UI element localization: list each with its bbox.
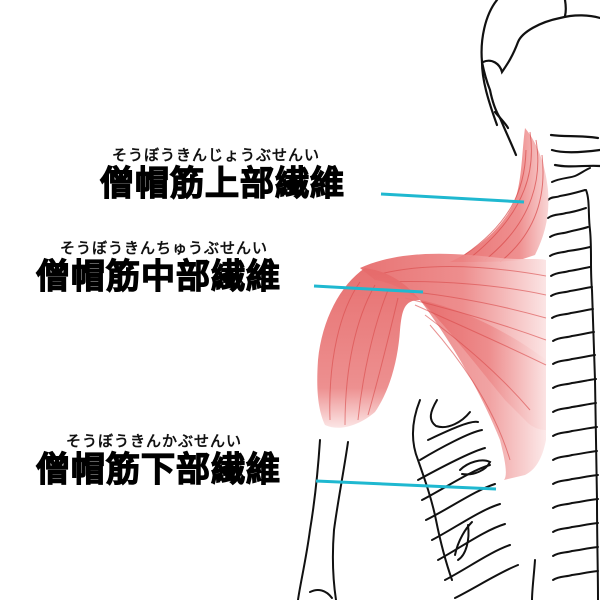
title-upper: 僧帽筋上部繊維 xyxy=(99,163,345,204)
leader-line-upper xyxy=(380,192,525,204)
trapezius-upper-fibers xyxy=(450,128,549,263)
arm-outline xyxy=(297,439,349,600)
skull-outline xyxy=(480,0,600,168)
title-lower: 僧帽筋下部繊維 xyxy=(35,449,281,490)
leader-lines xyxy=(313,192,525,491)
trapezius-middle-lower-fibers xyxy=(360,253,547,480)
label-upper-trapezius: そうぼうきんじょうぶせんい 僧帽筋上部繊維 xyxy=(99,146,345,205)
shoulder-muscle xyxy=(317,268,420,428)
spine-outline xyxy=(547,167,599,600)
title-middle: 僧帽筋中部繊維 xyxy=(35,256,281,297)
leader-line-middle xyxy=(313,284,424,294)
label-middle-trapezius: そうぼうきんちゅうぶせんい 僧帽筋中部繊維 xyxy=(35,239,281,298)
label-lower-trapezius: そうぼうきんかぶせんい 僧帽筋下部繊維 xyxy=(35,432,281,491)
ribcage-outline xyxy=(412,399,536,600)
furigana-middle: そうぼうきんちゅうぶせんい xyxy=(60,239,269,257)
furigana-upper: そうぼうきんじょうぶせんい xyxy=(112,146,321,164)
leader-line-lower xyxy=(315,479,497,491)
furigana-lower: そうぼうきんかぶせんい xyxy=(66,432,243,450)
